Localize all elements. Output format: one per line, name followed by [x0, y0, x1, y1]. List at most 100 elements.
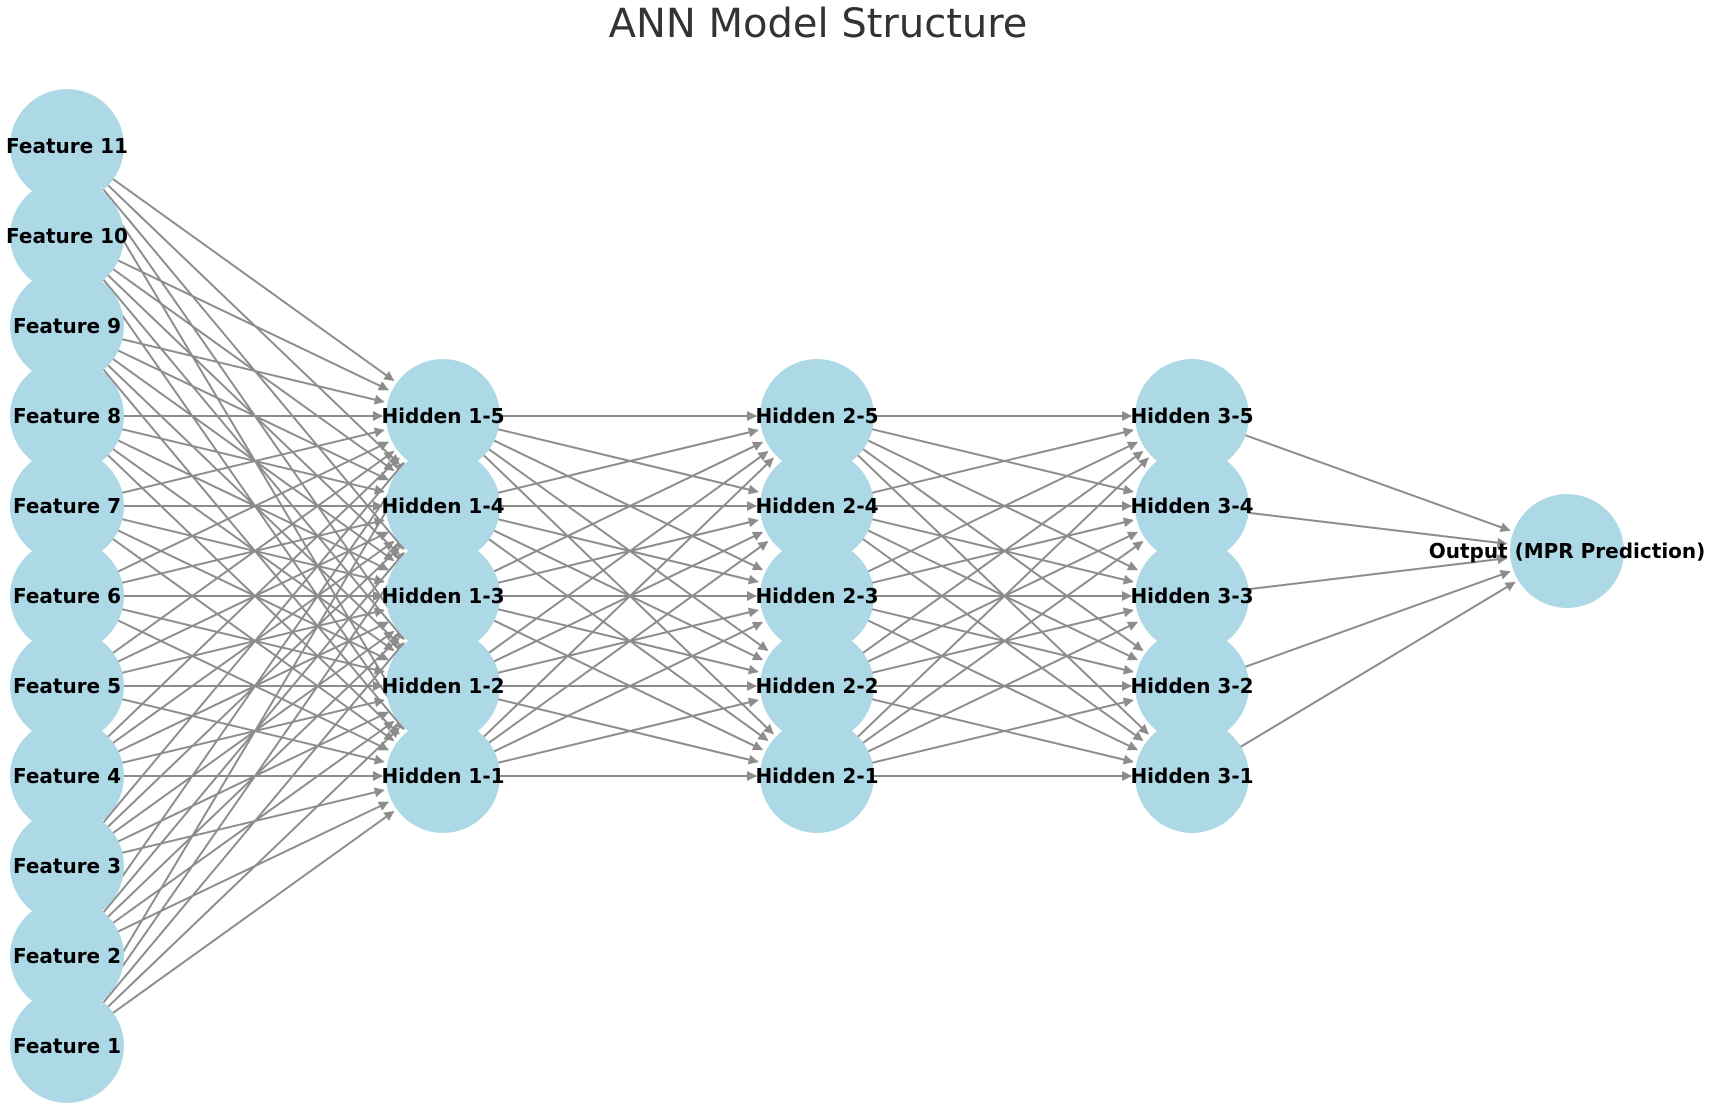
node-label-hidden-2-4: Hidden 2-4: [755, 494, 878, 518]
edge-hidden-1-4-to-hidden-2-3: [491, 516, 759, 585]
edge-hidden-1-3-to-hidden-2-5: [487, 441, 763, 576]
edge-hidden-2-2-to-hidden-3-3: [865, 607, 1134, 676]
node-hidden-2-5: [760, 359, 874, 473]
edge-feature-8-to-hidden-1-4: [115, 426, 385, 495]
node-feature-4: [10, 719, 124, 833]
edge-feature-10-to-hidden-1-4: [107, 264, 395, 472]
edge-hidden-1-2-to-hidden-2-4: [487, 531, 763, 666]
edge-feature-6-to-hidden-1-2: [115, 606, 385, 675]
node-label-hidden-3-2: Hidden 3-2: [1130, 674, 1253, 698]
edge-feature-5-to-hidden-1-1: [115, 696, 385, 765]
edge-hidden-2-1-to-hidden-3-5: [852, 457, 1149, 743]
edge-hidden-3-1-to-output: [1234, 581, 1516, 752]
node-label-hidden-1-2: Hidden 1-2: [381, 674, 504, 698]
edge-feature-7-to-hidden-1-3: [115, 516, 385, 585]
edge-feature-7-to-hidden-1-1: [107, 534, 395, 742]
node-label-hidden-3-1: Hidden 3-1: [1130, 764, 1253, 788]
node-feature-5: [10, 629, 124, 743]
node-hidden-2-3: [760, 539, 874, 653]
edge-hidden-2-1-to-hidden-3-2: [865, 697, 1134, 766]
node-label-feature-2: Feature 2: [13, 944, 121, 968]
edge-feature-11-to-hidden-1-3: [98, 183, 405, 550]
node-feature-10: [10, 179, 124, 293]
edge-hidden-1-3-to-hidden-2-4: [491, 517, 759, 586]
node-label-hidden-3-3: Hidden 3-3: [1130, 584, 1253, 608]
node-label-feature-8: Feature 8: [13, 404, 121, 428]
edge-feature-10-to-hidden-1-3: [102, 269, 400, 555]
edge-hidden-1-3-to-hidden-2-1: [487, 616, 763, 751]
edge-feature-1-to-hidden-1-2: [102, 727, 400, 1013]
edge-hidden-2-5-to-hidden-3-3: [861, 436, 1138, 571]
node-hidden-1-3: [386, 539, 500, 653]
edge-feature-5-to-hidden-1-4: [111, 531, 389, 666]
edge-hidden-1-5-to-hidden-2-1: [478, 449, 774, 735]
edge-feature-4-to-hidden-1-4: [107, 540, 395, 748]
node-label-hidden-1-5: Hidden 1-5: [381, 404, 504, 428]
node-label-hidden-2-1: Hidden 2-1: [755, 764, 878, 788]
node-feature-7: [10, 449, 124, 563]
node-hidden-3-4: [1135, 449, 1249, 563]
node-hidden-2-4: [760, 449, 874, 563]
node-output: [1510, 494, 1624, 608]
edge-feature-9-to-hidden-1-2: [102, 359, 400, 645]
edge-feature-9-to-hidden-1-3: [107, 354, 395, 562]
edge-feature-2-to-hidden-1-1: [111, 801, 389, 936]
edge-feature-9-to-hidden-1-5: [115, 336, 385, 405]
node-label-hidden-1-4: Hidden 1-4: [381, 494, 504, 518]
node-label-hidden-3-4: Hidden 3-4: [1130, 494, 1253, 518]
edge-feature-6-to-hidden-1-5: [111, 441, 389, 576]
edge-hidden-2-2-to-hidden-3-5: [856, 450, 1144, 658]
node-hidden-3-3: [1135, 539, 1249, 653]
edge-hidden-1-2-to-hidden-2-3: [491, 607, 759, 676]
node-hidden-1-1: [386, 719, 500, 833]
node-label-hidden-1-3: Hidden 1-3: [381, 584, 504, 608]
node-feature-8: [10, 359, 124, 473]
edge-hidden-2-3-to-hidden-3-4: [865, 517, 1134, 586]
edge-hidden-2-4-to-hidden-3-1: [856, 534, 1144, 742]
edge-feature-8-to-hidden-1-2: [107, 444, 395, 652]
node-label-feature-11: Feature 11: [6, 134, 128, 158]
edge-hidden-3-3-to-output: [1241, 554, 1508, 592]
edge-hidden-1-5-to-hidden-2-2: [482, 444, 769, 652]
edge-hidden-1-1-to-hidden-2-4: [482, 540, 769, 748]
node-hidden-3-2: [1135, 629, 1249, 743]
edge-feature-11-to-hidden-1-5: [107, 174, 395, 382]
edge-hidden-3-2-to-output: [1238, 570, 1511, 671]
node-label-feature-4: Feature 4: [13, 764, 121, 788]
edge-feature-10-to-hidden-1-5: [111, 256, 389, 391]
node-feature-3: [10, 809, 124, 923]
node-label-feature-3: Feature 3: [13, 854, 121, 878]
node-hidden-1-4: [386, 449, 500, 563]
edge-hidden-1-1-to-hidden-2-3: [487, 621, 763, 756]
edge-hidden-2-3-to-hidden-3-2: [865, 606, 1134, 675]
edge-hidden-2-1-to-hidden-3-3: [861, 621, 1138, 756]
edge-hidden-2-5-to-hidden-3-4: [865, 426, 1134, 495]
node-feature-1: [10, 989, 124, 1103]
node-label-hidden-1-1: Hidden 1-1: [381, 764, 504, 788]
edge-feature-5-to-hidden-1-5: [107, 450, 395, 658]
edge-feature-6-to-hidden-1-1: [111, 616, 389, 751]
node-label-feature-1: Feature 1: [13, 1034, 121, 1058]
edge-hidden-2-3-to-hidden-3-1: [861, 616, 1138, 751]
node-feature-9: [10, 269, 124, 383]
node-label-output: Output (MPR Prediction): [1429, 539, 1706, 563]
node-feature-2: [10, 899, 124, 1013]
edge-feature-3-to-hidden-1-3: [107, 630, 395, 838]
edge-hidden-2-4-to-hidden-3-5: [865, 427, 1134, 496]
edge-hidden-2-5-to-hidden-3-1: [852, 449, 1149, 735]
edge-hidden-2-3-to-hidden-3-5: [861, 441, 1138, 576]
edge-hidden-2-4-to-hidden-3-3: [865, 516, 1134, 585]
node-hidden-3-1: [1135, 719, 1249, 833]
edge-hidden-2-2-to-hidden-3-1: [865, 696, 1134, 765]
edge-feature-11-to-hidden-1-2: [94, 186, 409, 637]
edge-feature-8-to-hidden-1-3: [111, 436, 389, 571]
node-label-feature-7: Feature 7: [13, 494, 121, 518]
diagram-title: ANN Model Structure: [609, 1, 1028, 47]
edge-feature-10-to-hidden-1-2: [98, 273, 405, 640]
edge-feature-4-to-hidden-1-2: [115, 697, 385, 766]
edge-feature-1-to-hidden-1-3: [98, 642, 405, 1009]
edge-feature-2-to-hidden-1-2: [107, 720, 395, 928]
edge-hidden-1-5-to-hidden-2-3: [487, 436, 763, 571]
node-feature-6: [10, 539, 124, 653]
